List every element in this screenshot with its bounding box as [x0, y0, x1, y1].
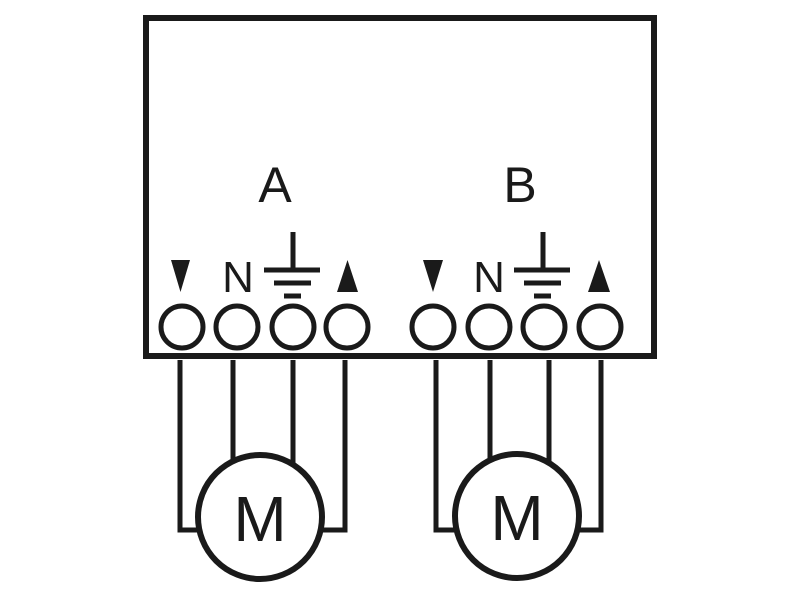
wire-b-4	[578, 360, 604, 533]
terminal-b-4	[576, 303, 624, 351]
neutral-label: N	[473, 253, 505, 302]
terminal-a-2	[213, 303, 261, 351]
group-b: B N M	[409, 157, 624, 581]
terminal-a-3	[269, 303, 317, 351]
terminal-a-4	[323, 303, 371, 351]
up-arrow-icon	[588, 260, 610, 292]
group-a-label: A	[258, 157, 292, 213]
ground-icon	[514, 232, 570, 299]
wire-b-1	[433, 360, 457, 533]
motor-b	[452, 451, 582, 581]
motor-a	[195, 452, 325, 582]
ground-icon	[264, 232, 320, 299]
terminal-b-3	[520, 303, 568, 351]
neutral-label: N	[222, 253, 254, 302]
terminal-b-1	[409, 303, 457, 351]
wire-a-1	[177, 360, 200, 533]
terminal-a-1	[158, 303, 206, 351]
motor-b-label: M	[490, 482, 543, 554]
up-arrow-icon	[337, 260, 358, 292]
group-b-label: B	[503, 157, 536, 213]
wire-a-4	[322, 360, 348, 533]
down-arrow-icon	[423, 260, 443, 292]
motor-a-label: M	[233, 483, 286, 555]
control-unit-box	[143, 15, 657, 359]
group-a: A N M	[158, 157, 371, 582]
terminal-b-2	[465, 303, 513, 351]
down-arrow-icon	[171, 260, 190, 292]
